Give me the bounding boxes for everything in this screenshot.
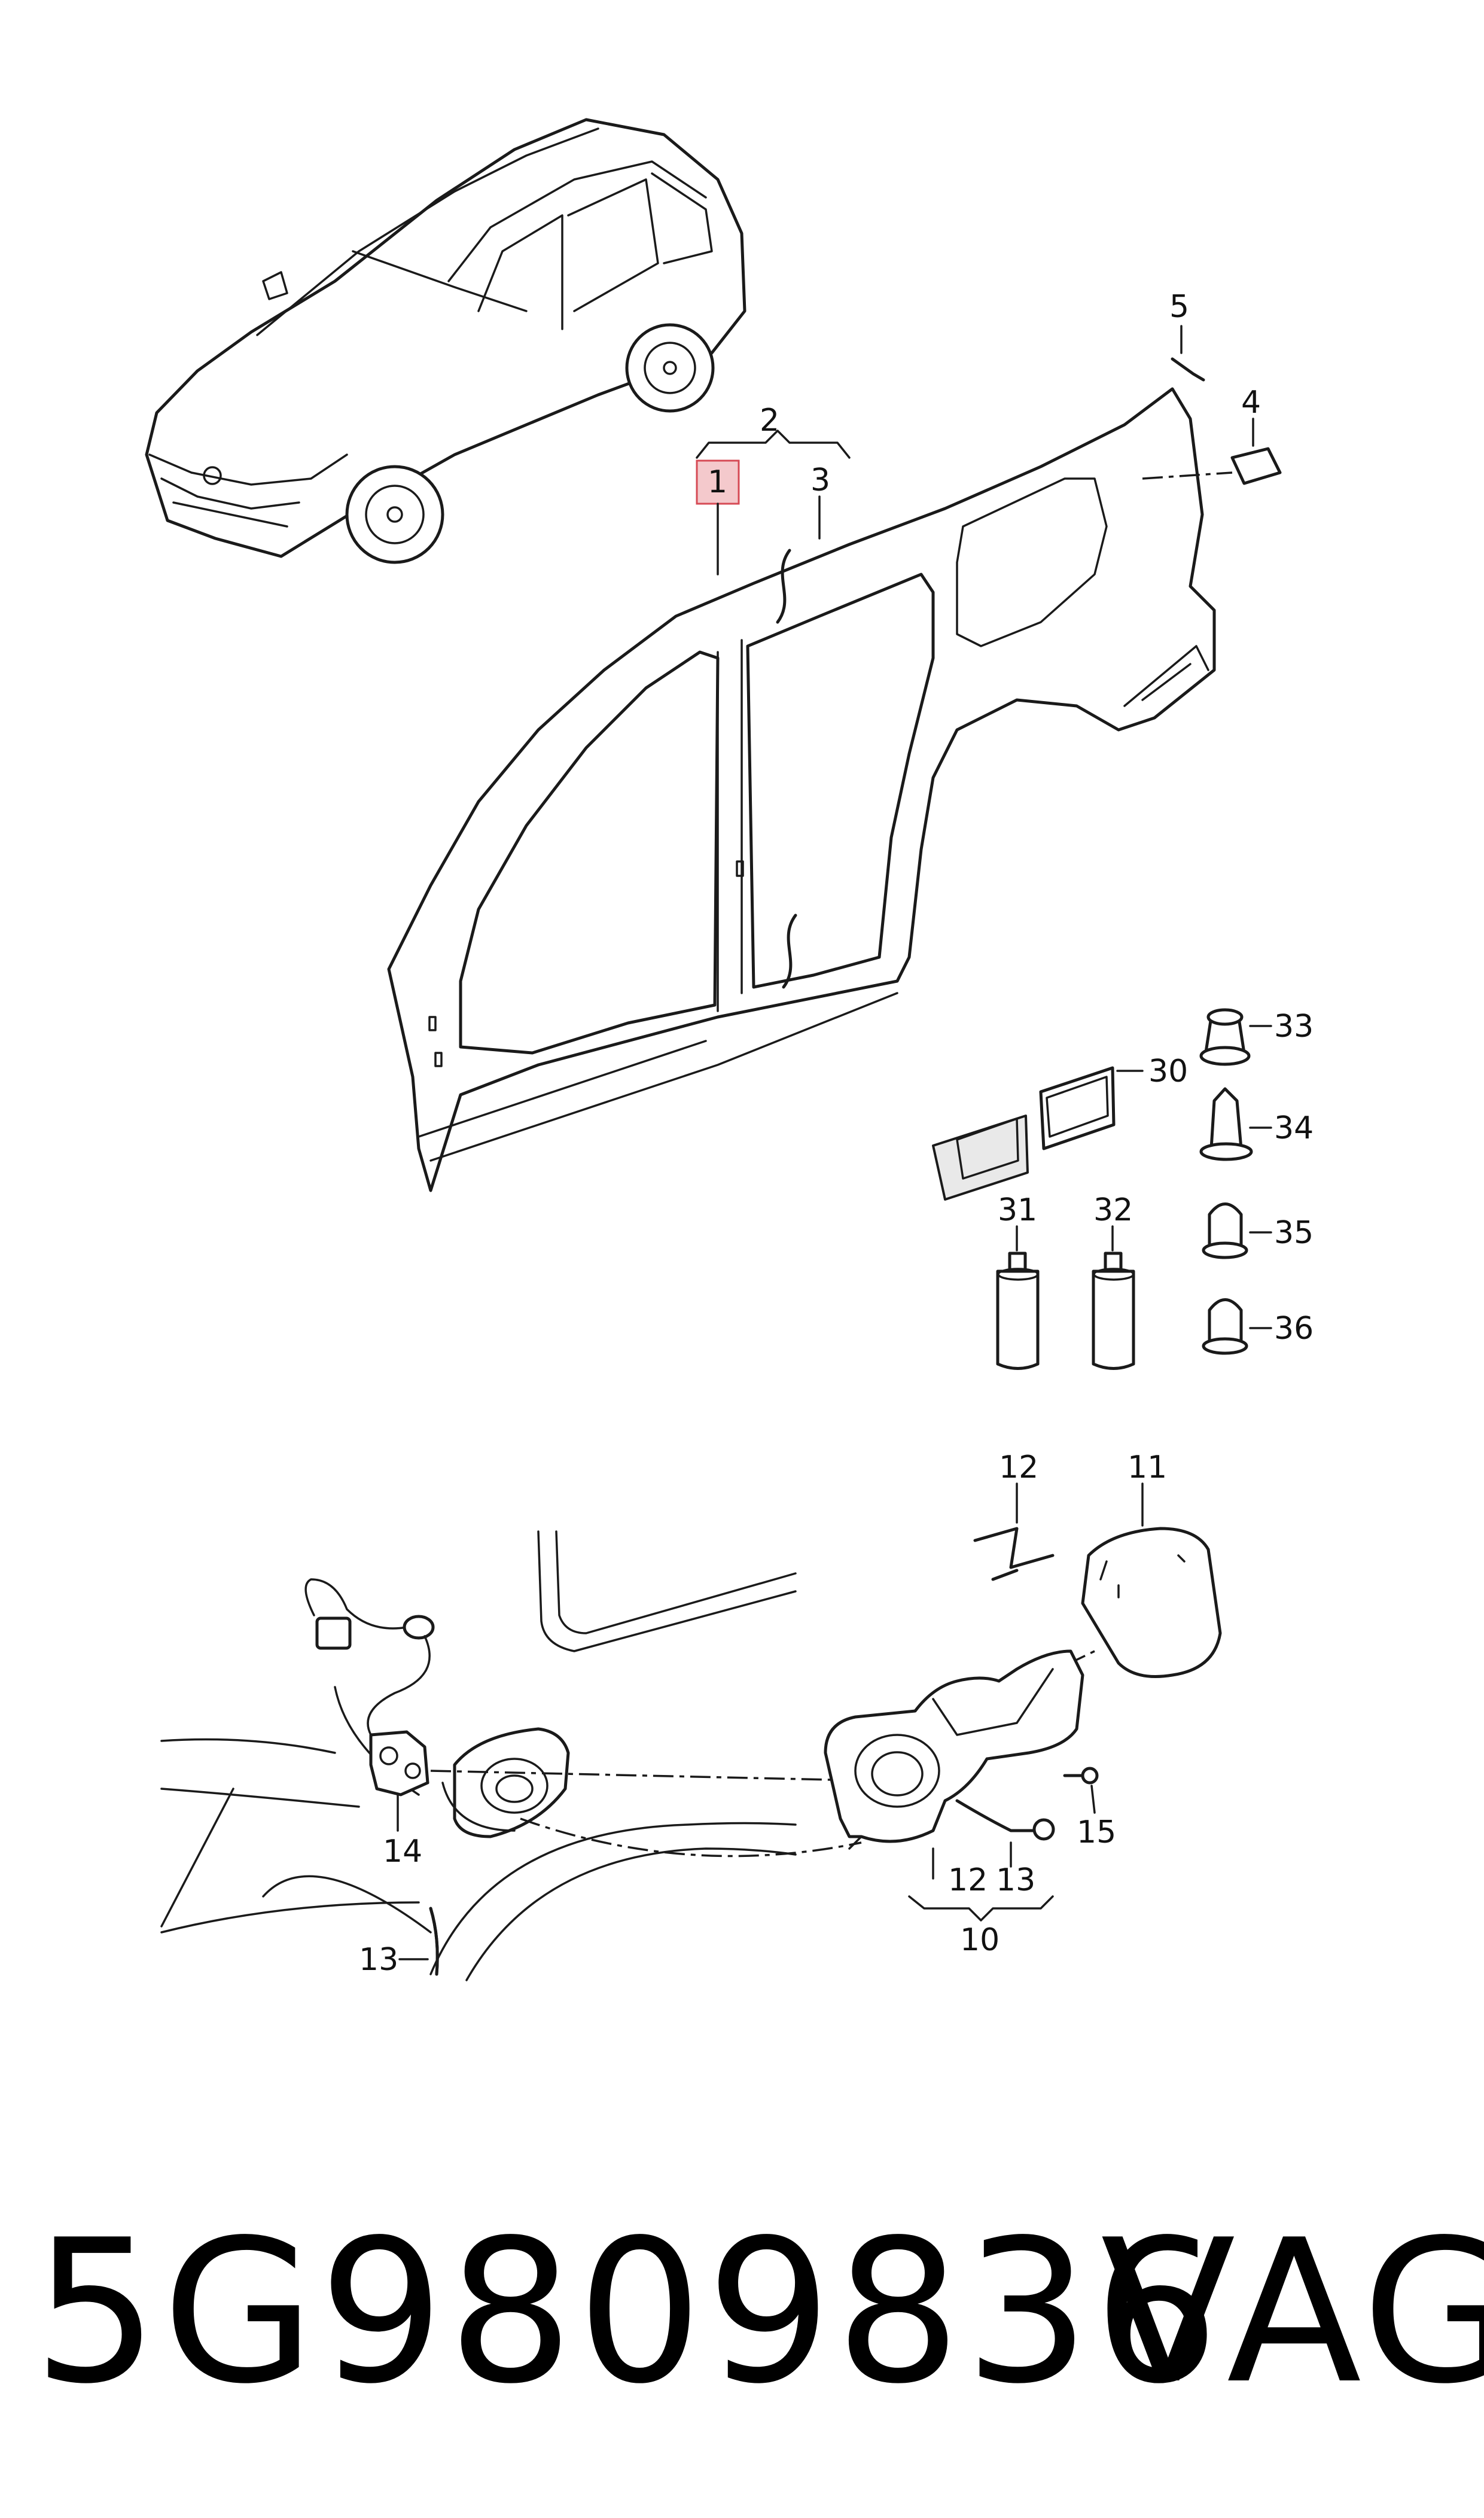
part-15-bolt	[1063, 1767, 1099, 1785]
callout-10: 10	[960, 1922, 1000, 1958]
callout-4: 4	[1241, 385, 1261, 421]
part-32-cylinder	[1092, 1252, 1135, 1370]
brand-name: VAG	[1101, 2197, 1484, 2427]
callout-32: 32	[1093, 1192, 1133, 1228]
callout-33: 33	[1274, 1009, 1314, 1045]
callout-31: 31	[998, 1192, 1037, 1228]
part-11-fuel-door-cover	[1081, 1527, 1222, 1678]
callout-1: 1	[708, 464, 727, 500]
part-30-pads	[932, 1066, 1116, 1201]
part-12-spring	[973, 1527, 1055, 1581]
callout-5: 5	[1169, 289, 1189, 325]
callout-1-highlight[interactable]	[696, 459, 740, 505]
callout-15: 15	[1077, 1814, 1116, 1850]
fuel-filler-recess	[441, 1727, 570, 1838]
part-33-nut	[1199, 1008, 1251, 1066]
part-number: 5G9809836	[33, 2197, 1223, 2427]
callout-30: 30	[1148, 1054, 1188, 1089]
part-4-patch	[1230, 447, 1282, 485]
callout-3: 3	[810, 462, 830, 498]
callout-11: 11	[1128, 1450, 1167, 1485]
part-31-cylinder	[996, 1252, 1040, 1370]
callout-13-right: 13	[996, 1862, 1035, 1898]
callout-34: 34	[1274, 1110, 1314, 1146]
part-10-fuel-door-housing	[824, 1649, 1084, 1850]
callout-12-top: 12	[999, 1450, 1038, 1485]
side-panel-illustration	[387, 387, 1216, 1192]
callout-14: 14	[383, 1834, 422, 1870]
fuel-door-background-body	[160, 1530, 797, 1981]
part-13-hose-right	[955, 1799, 1040, 1832]
callout-13-left: 13	[359, 1942, 398, 1978]
callout-36: 36	[1274, 1311, 1314, 1347]
part-5-clip	[1171, 357, 1205, 382]
car-overview-illustration	[145, 118, 746, 564]
part-14-actuator	[304, 1578, 435, 1797]
callout-12-bottom: 12	[948, 1862, 988, 1898]
part-36-cap-nut	[1202, 1298, 1248, 1355]
part-35-cap-nut	[1202, 1202, 1248, 1259]
callout-35: 35	[1274, 1215, 1314, 1251]
part-34-clip	[1199, 1087, 1253, 1161]
